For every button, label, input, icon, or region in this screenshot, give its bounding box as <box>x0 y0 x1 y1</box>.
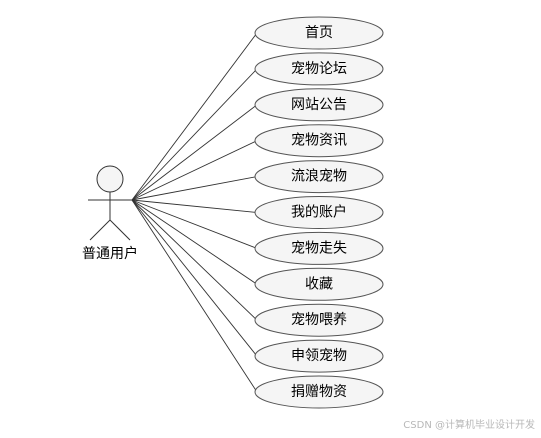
use-case-ellipse <box>254 160 384 194</box>
association-line <box>131 199 258 321</box>
use-case: 收藏 <box>254 267 384 301</box>
use-case-label: 宠物资讯 <box>291 133 347 149</box>
use-case-label: 收藏 <box>305 276 333 292</box>
actor-left-leg <box>89 219 111 241</box>
association-line <box>131 176 258 201</box>
use-case-label: 我的账户 <box>291 204 347 221</box>
use-case-ellipse <box>254 267 384 301</box>
use-case: 申领宠物 <box>254 339 384 373</box>
use-case-label: 宠物论坛 <box>291 61 347 77</box>
association-line <box>131 32 258 201</box>
use-case-ellipse <box>254 303 384 337</box>
use-case-ellipse <box>254 88 384 122</box>
use-case-ellipse <box>254 124 384 158</box>
association-line <box>131 199 258 393</box>
association-line <box>131 104 258 201</box>
use-case-ellipse <box>254 16 384 50</box>
use-case-label: 流浪宠物 <box>291 169 347 185</box>
association-line <box>131 199 258 213</box>
use-case: 宠物走失 <box>254 231 384 265</box>
use-case-label: 申领宠物 <box>291 348 347 364</box>
use-case-label: 网站公告 <box>291 97 347 113</box>
use-case-ellipse <box>254 339 384 373</box>
association-line <box>131 140 258 201</box>
use-case-ellipse <box>254 196 384 229</box>
actor-head <box>96 165 124 193</box>
association-line <box>131 68 258 201</box>
use-case-ellipse <box>254 375 384 409</box>
actor-figure: 普通用户 <box>82 165 138 262</box>
watermark: CSDN @计算机毕业设计开发 <box>403 418 535 431</box>
use-case: 网站公告 <box>254 88 384 122</box>
actor-label: 普通用户 <box>82 245 138 262</box>
use-case: 首页 <box>254 16 384 50</box>
use-case: 流浪宠物 <box>254 160 384 194</box>
use-case: 宠物喂养 <box>254 303 384 337</box>
association-line <box>131 199 258 357</box>
actor-right-leg <box>109 219 131 241</box>
use-case-label: 捐赠物资 <box>291 384 347 400</box>
use-case-label: 宠物喂养 <box>291 312 347 328</box>
use-case-label: 首页 <box>305 25 333 41</box>
association-line <box>131 199 258 249</box>
association-lines <box>131 32 258 393</box>
use-case: 捐赠物资 <box>254 375 384 409</box>
use-case-ellipse <box>254 52 384 86</box>
use-case-label: 宠物走失 <box>291 240 347 256</box>
use-case-ellipse <box>254 231 384 265</box>
association-line <box>131 199 258 285</box>
use-case: 我的账户 <box>254 196 384 229</box>
use-case: 宠物资讯 <box>254 124 384 158</box>
use-case: 宠物论坛 <box>254 52 384 86</box>
